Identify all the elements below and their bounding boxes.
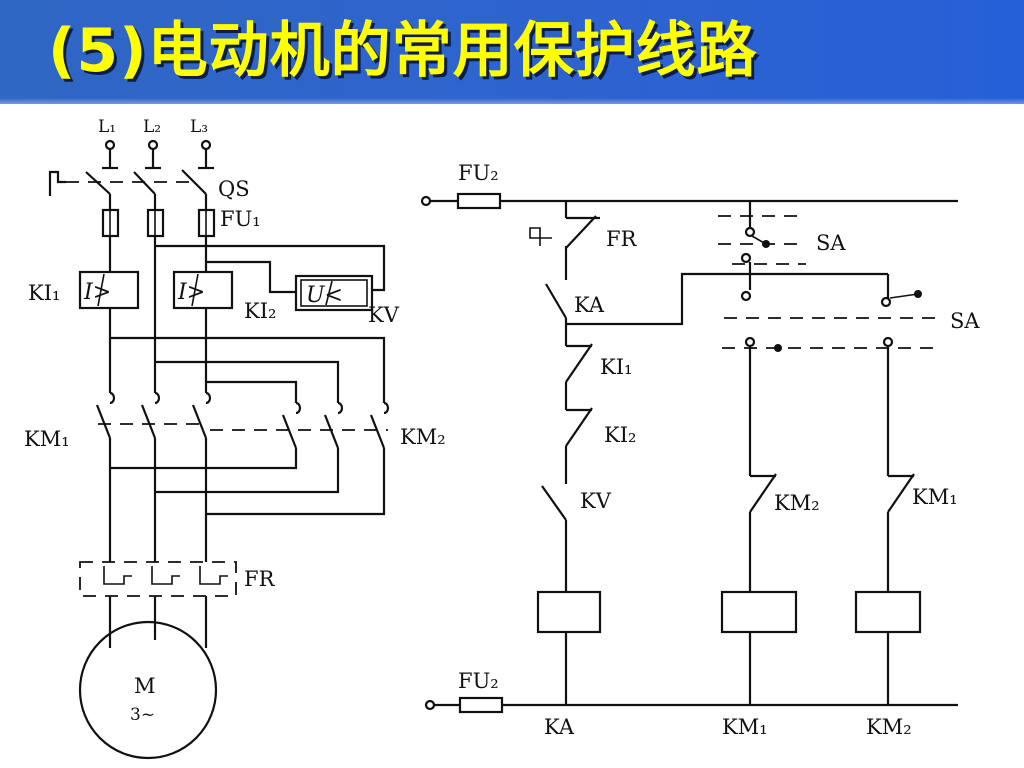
- current-relay-ki2: I> KI₂: [172, 270, 276, 323]
- label-ki2-contact: KI₂: [604, 423, 636, 447]
- label-ki1: KI₁: [28, 281, 60, 305]
- supply-label-l2: L₂: [143, 117, 161, 137]
- control-circuit: FU₂ FU₂ FR KA: [420, 161, 980, 739]
- supply-label-l3: L₃: [190, 117, 208, 137]
- km2-main-contacts: KM₂: [210, 401, 446, 449]
- fu2-top: FU₂: [420, 161, 958, 210]
- label-ka-coil: KA: [544, 715, 575, 739]
- selector-sa-upper: SA: [718, 201, 846, 274]
- motor-label: M: [134, 674, 156, 698]
- label-fu2-top: FU₂: [458, 161, 499, 185]
- motor: M 3~: [78, 620, 218, 760]
- fu2-bottom: FU₂: [424, 669, 958, 714]
- fu1-fuses: FU₁: [101, 207, 261, 238]
- label-ki2: KI₂: [244, 299, 276, 323]
- main-circuit: L₁ L₂ L₃ QS FU₁: [24, 117, 446, 760]
- label-km2-main: KM₂: [400, 425, 446, 449]
- label-km2-contact: KM₂: [774, 491, 820, 515]
- slide-title: (5)电动机的常用保护线路: [48, 16, 758, 86]
- thermal-relay-fr: FR: [79, 561, 276, 597]
- ka-branch: FR KA KI₁ KI₂ KV KA: [529, 201, 750, 739]
- ki1-symbol: I>: [83, 280, 111, 305]
- label-km1-contact: KM₁: [912, 485, 958, 509]
- label-fu1: FU₁: [220, 207, 261, 231]
- label-qs: QS: [218, 177, 250, 201]
- label-fr-main: FR: [244, 567, 276, 591]
- selector-sa-lower: SA: [722, 272, 980, 352]
- km1-branch: KM₂ KM₁: [720, 346, 820, 739]
- label-fu2-bottom: FU₂: [458, 669, 499, 693]
- supply-label-l1: L₁: [98, 117, 116, 137]
- label-km1-main: KM₁: [24, 427, 70, 451]
- label-ki1-contact: KI₁: [600, 355, 632, 379]
- label-km2-coil: KM₂: [866, 715, 912, 739]
- supply-terminals: L₁ L₂ L₃: [98, 117, 214, 170]
- protection-circuit-diagram: L₁ L₂ L₃ QS FU₁: [24, 117, 980, 760]
- label-sa-upper: SA: [816, 231, 846, 255]
- label-km1-coil: KM₁: [722, 715, 768, 739]
- km1-main-contacts: KM₁: [24, 391, 212, 451]
- voltage-relay-kv: U< KV: [294, 274, 400, 327]
- motor-type: 3~: [130, 705, 155, 725]
- label-ka-contact: KA: [574, 293, 605, 317]
- qs-switch: QS: [48, 169, 250, 201]
- km2-branch: KM₁ KM₂: [854, 346, 958, 739]
- label-kv-contact: KV: [580, 489, 612, 513]
- current-relay-ki1: I> KI₁: [28, 270, 140, 310]
- label-fr-contact: FR: [606, 227, 638, 251]
- kv-symbol: U<: [306, 283, 343, 308]
- ki2-symbol: I>: [177, 280, 205, 305]
- label-sa-lower: SA: [950, 309, 980, 333]
- title-bar: (5)电动机的常用保护线路: [0, 0, 1024, 104]
- label-kv: KV: [368, 303, 400, 327]
